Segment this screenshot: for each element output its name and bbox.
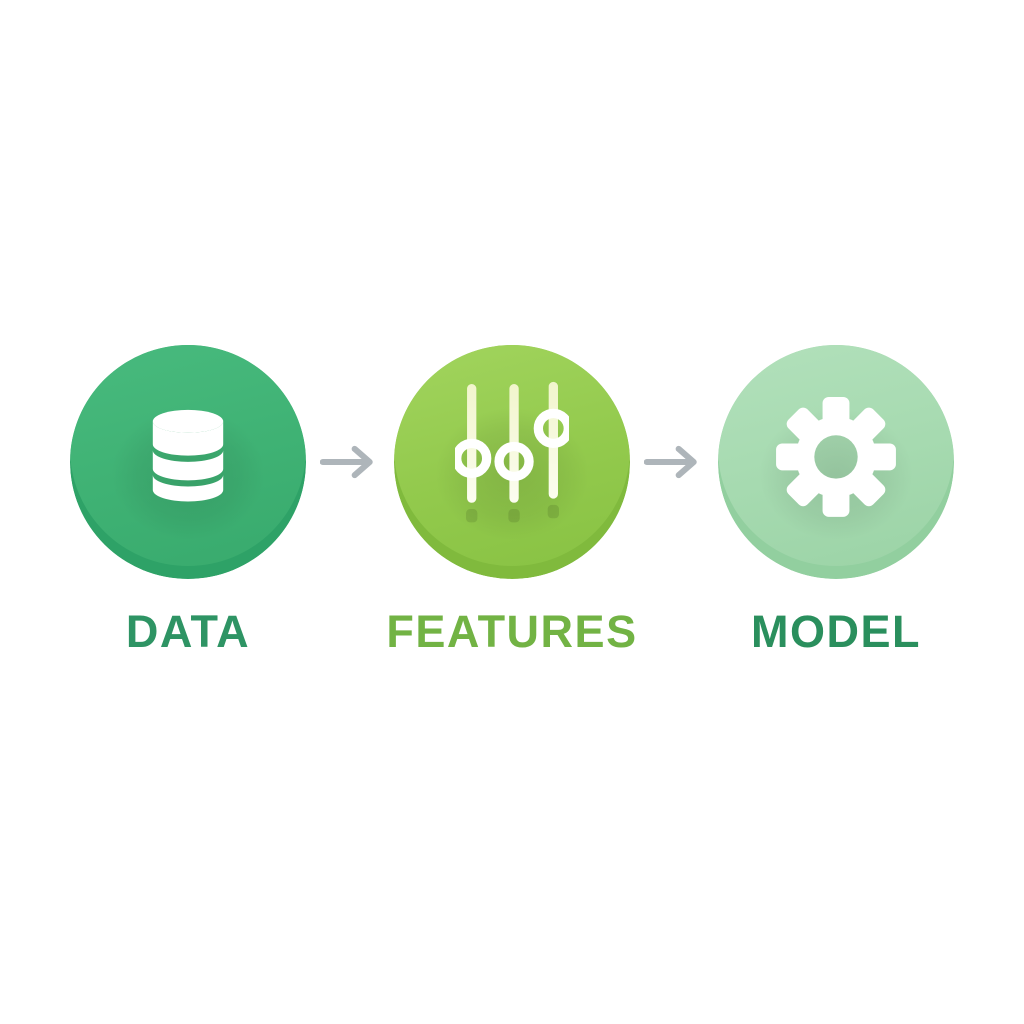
database-icon — [144, 408, 232, 511]
gear-icon — [774, 395, 898, 524]
arrow-right-icon — [630, 345, 718, 579]
stage-label-data: DATA — [125, 606, 251, 657]
sliders-icon — [452, 379, 573, 539]
stage-data: DATA — [70, 345, 306, 654]
features-circle — [394, 345, 630, 579]
model-circle — [718, 345, 954, 579]
data-circle — [70, 345, 306, 579]
arrow-right-icon — [306, 345, 394, 579]
stage-model: MODEL — [718, 345, 954, 654]
stage-label-model: MODEL — [751, 606, 921, 657]
stage-label-features: FEATURES — [386, 606, 638, 657]
stage-features: FEATURES — [386, 345, 636, 654]
pipeline-row: DATA — [70, 345, 954, 654]
